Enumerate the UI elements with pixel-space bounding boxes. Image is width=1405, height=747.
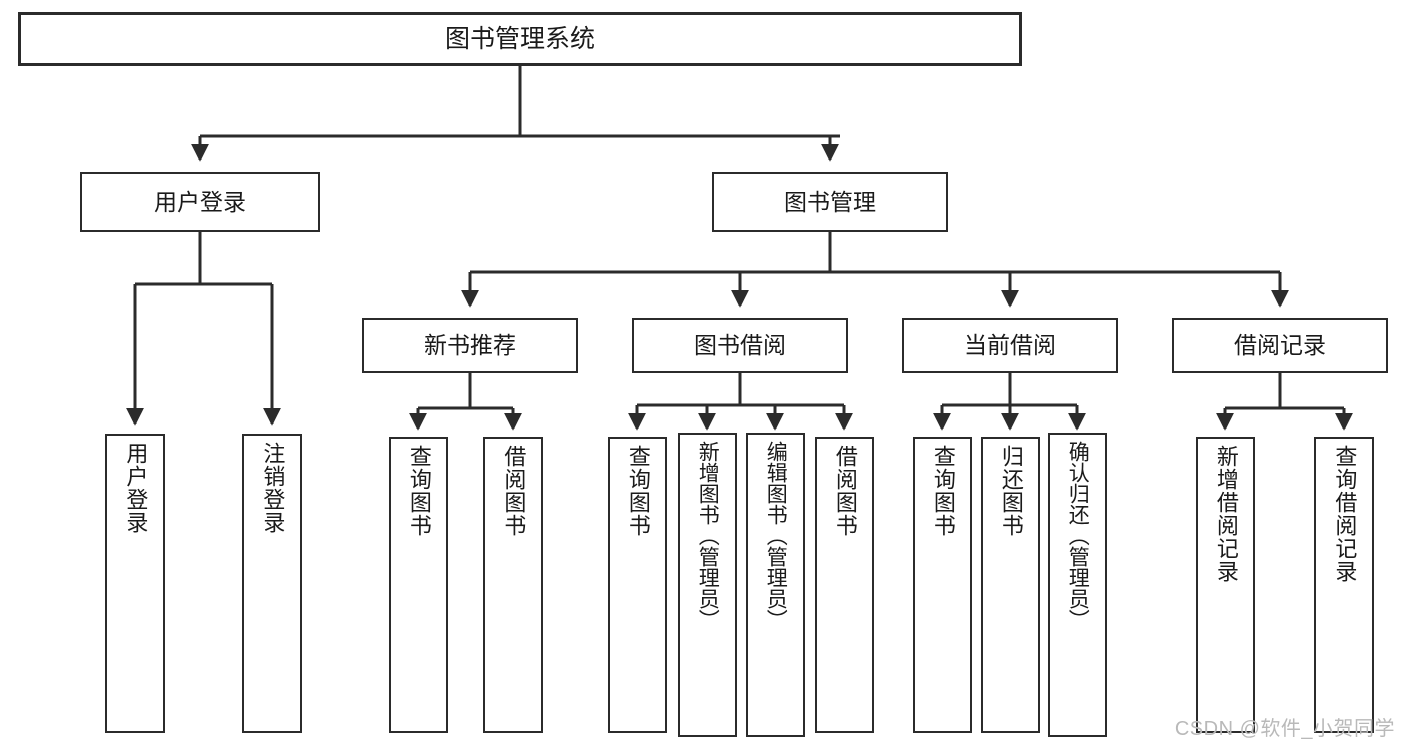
leaf-borrow-borrow-book[interactable]: 借阅图书 bbox=[815, 437, 874, 733]
node-current-borrow[interactable]: 当前借阅 bbox=[902, 318, 1118, 373]
leaf-current-query-book[interactable]: 查询图书 bbox=[913, 437, 972, 733]
node-new-book-recommend-label: 新书推荐 bbox=[424, 332, 516, 359]
leaf-record-add-record[interactable]: 新增借阅记录 bbox=[1196, 437, 1255, 733]
node-borrow-record[interactable]: 借阅记录 bbox=[1172, 318, 1388, 373]
leaf-user-logout-label: 注销登录 bbox=[260, 442, 286, 534]
leaf-borrow-query-book[interactable]: 查询图书 bbox=[608, 437, 667, 733]
node-root[interactable]: 图书管理系统 bbox=[18, 12, 1022, 66]
leaf-borrow-borrow-book-label: 借阅图书 bbox=[832, 445, 858, 537]
leaf-record-add-record-label: 新增借阅记录 bbox=[1213, 445, 1239, 583]
node-book-management-label: 图书管理 bbox=[784, 188, 876, 215]
node-book-borrow[interactable]: 图书借阅 bbox=[632, 318, 848, 373]
leaf-user-logout[interactable]: 注销登录 bbox=[242, 434, 302, 733]
leaf-newbook-borrow-book[interactable]: 借阅图书 bbox=[483, 437, 543, 733]
node-user-login[interactable]: 用户登录 bbox=[80, 172, 320, 232]
leaf-current-return-book[interactable]: 归还图书 bbox=[981, 437, 1040, 733]
leaf-record-query-record[interactable]: 查询借阅记录 bbox=[1314, 437, 1374, 733]
leaf-user-login[interactable]: 用户登录 bbox=[105, 434, 165, 733]
node-root-label: 图书管理系统 bbox=[444, 24, 595, 53]
leaf-newbook-query-book-label: 查询图书 bbox=[406, 445, 432, 537]
leaf-record-query-record-label: 查询借阅记录 bbox=[1332, 445, 1358, 583]
watermark-text: CSDN @软件_小贺同学 bbox=[1174, 718, 1395, 740]
leaf-borrow-add-book-admin[interactable]: 新增图书（管理员） bbox=[678, 433, 737, 737]
leaf-user-login-label: 用户登录 bbox=[123, 442, 149, 534]
leaf-newbook-query-book[interactable]: 查询图书 bbox=[389, 437, 448, 733]
node-user-login-label: 用户登录 bbox=[154, 188, 246, 215]
leaf-newbook-borrow-book-label: 借阅图书 bbox=[501, 445, 527, 537]
node-book-borrow-label: 图书借阅 bbox=[694, 332, 786, 359]
leaf-borrow-edit-book-admin-label: 编辑图书（管理员） bbox=[764, 441, 788, 630]
node-borrow-record-label: 借阅记录 bbox=[1234, 332, 1326, 359]
node-book-management[interactable]: 图书管理 bbox=[712, 172, 948, 232]
leaf-current-query-book-label: 查询图书 bbox=[930, 445, 956, 537]
leaf-current-confirm-return-admin[interactable]: 确认归还（管理员） bbox=[1048, 433, 1107, 737]
leaf-borrow-query-book-label: 查询图书 bbox=[625, 445, 651, 537]
node-new-book-recommend[interactable]: 新书推荐 bbox=[362, 318, 578, 373]
leaf-borrow-edit-book-admin[interactable]: 编辑图书（管理员） bbox=[746, 433, 805, 737]
leaf-current-confirm-return-admin-label: 确认归还（管理员） bbox=[1066, 441, 1090, 630]
leaf-current-return-book-label: 归还图书 bbox=[998, 445, 1024, 537]
node-current-borrow-label: 当前借阅 bbox=[964, 332, 1056, 359]
leaf-borrow-add-book-admin-label: 新增图书（管理员） bbox=[696, 441, 720, 630]
